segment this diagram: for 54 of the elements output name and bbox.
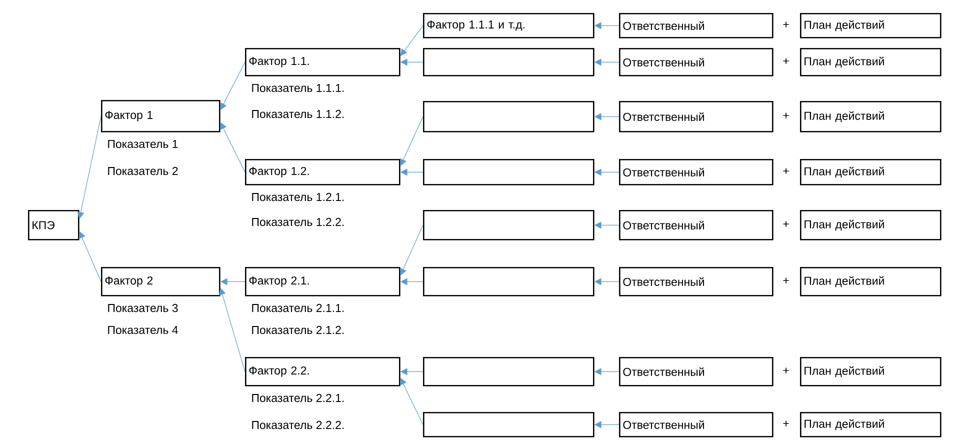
process-box: План действий bbox=[800, 159, 942, 186]
indicator-label: Показатель 1.2.1. bbox=[252, 192, 344, 202]
empty-box bbox=[423, 159, 594, 186]
empty-box bbox=[423, 267, 594, 296]
plus-sign: + bbox=[783, 22, 789, 28]
empty-box bbox=[423, 101, 594, 132]
arrow bbox=[400, 378, 424, 425]
process-box: Фактор 2.1. bbox=[245, 267, 400, 296]
indicator-label: Показатель 2.1.2. bbox=[252, 326, 344, 334]
process-box: План действий bbox=[800, 412, 942, 438]
process-box: Ответственный bbox=[619, 48, 774, 76]
process-box: План действий bbox=[800, 48, 942, 76]
indicator-label: Показатель 1 bbox=[108, 140, 178, 148]
empty-box bbox=[423, 48, 594, 76]
plus-sign: + bbox=[783, 420, 789, 426]
process-box: План действий bbox=[800, 13, 942, 38]
indicator-label: Показатель 2.2.2. bbox=[252, 420, 344, 430]
process-box: План действий bbox=[800, 101, 942, 132]
process-box: Ответственный bbox=[619, 267, 774, 296]
indicator-label: Показатель 2.2.1. bbox=[252, 394, 344, 402]
process-box: Фактор 1.1.1 и т.д. bbox=[423, 13, 594, 38]
plus-sign: + bbox=[783, 221, 789, 227]
indicator-label: Показатель 1.2.2. bbox=[252, 218, 344, 226]
indicator-label: Показатель 4 bbox=[108, 326, 178, 334]
empty-box bbox=[423, 357, 594, 386]
process-box: КПЭ bbox=[28, 210, 80, 240]
process-box: Ответственный bbox=[619, 101, 774, 132]
indicator-label: Показатель 1.1.1. bbox=[252, 84, 344, 92]
indicator-label: Показатель 2 bbox=[108, 166, 178, 176]
arrow bbox=[220, 122, 246, 172]
empty-box bbox=[423, 210, 594, 240]
empty-box bbox=[423, 412, 594, 438]
process-box: Фактор 1.1. bbox=[245, 48, 400, 76]
plus-sign: + bbox=[783, 278, 789, 284]
arrow bbox=[78, 231, 102, 282]
process-box: План действий bbox=[800, 357, 942, 386]
process-box: План действий bbox=[800, 210, 942, 240]
plus-sign: + bbox=[783, 368, 789, 374]
process-box: Фактор 2.2. bbox=[245, 357, 400, 386]
process-box: Фактор 1.2. bbox=[245, 159, 400, 186]
process-box: Фактор 2 bbox=[101, 267, 220, 296]
process-box: Ответственный bbox=[619, 13, 774, 38]
indicator-label: Показатель 1.1.2. bbox=[252, 110, 344, 118]
process-box: План действий bbox=[800, 267, 942, 296]
plus-sign: + bbox=[783, 168, 789, 174]
indicator-label: Показатель 2.1.1. bbox=[252, 304, 344, 312]
plus-sign: + bbox=[783, 112, 789, 118]
process-box: Ответственный bbox=[619, 357, 774, 386]
indicator-label: Показатель 3 bbox=[108, 304, 178, 312]
process-box: Ответственный bbox=[619, 210, 774, 240]
process-box: Ответственный bbox=[619, 412, 774, 438]
process-box: Фактор 1 bbox=[101, 100, 220, 132]
plus-sign: + bbox=[783, 58, 789, 64]
process-box: Ответственный bbox=[619, 159, 774, 186]
